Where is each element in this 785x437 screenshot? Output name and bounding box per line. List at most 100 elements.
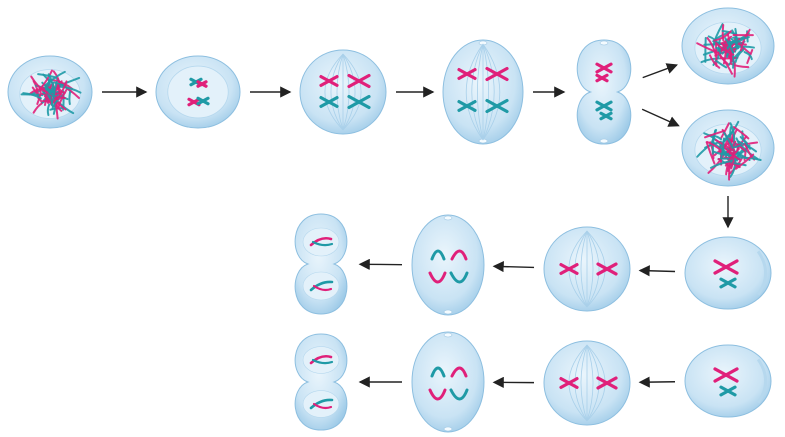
chromosome	[595, 73, 609, 83]
spindle-fiber	[482, 43, 495, 141]
spindle-fiber	[586, 344, 594, 422]
chromosome	[559, 263, 579, 275]
chromatin-strand	[22, 92, 42, 100]
chromatin-strand	[711, 140, 727, 154]
spindle-fiber	[342, 53, 362, 131]
chromatin-strand	[732, 126, 750, 140]
cell-anaphase-1	[442, 39, 524, 145]
chromatid	[428, 271, 447, 284]
chromosome	[457, 100, 477, 112]
chromatid	[309, 398, 334, 410]
chromatid	[449, 271, 469, 284]
centrosome	[443, 426, 453, 432]
cell-membrane	[411, 214, 485, 316]
chromosome	[196, 80, 208, 88]
chromatin-strand	[739, 136, 752, 150]
chromatin-strand	[57, 88, 68, 110]
arrows-layer	[102, 63, 734, 389]
chromatin-strand	[729, 62, 750, 69]
chromatin-strand	[708, 54, 721, 69]
spindle-fiber	[756, 358, 768, 404]
chromosome	[189, 77, 203, 87]
spindle-fiber	[330, 53, 344, 131]
chromosome	[719, 277, 737, 289]
chromosome	[559, 377, 579, 389]
chromatin-strand	[31, 86, 43, 104]
chromatin-strand	[32, 102, 43, 114]
chromatin-strand	[704, 130, 725, 139]
chromatin-strand	[54, 98, 63, 112]
spindle-fiber	[482, 43, 489, 141]
chromosome	[719, 385, 737, 397]
chromatin-strand	[720, 122, 730, 140]
chromatin-strand	[737, 45, 755, 49]
chromosome	[319, 75, 339, 87]
chromosome	[347, 94, 371, 110]
chromatin-strand	[743, 51, 753, 61]
chromatin-strand	[50, 80, 58, 106]
chromatin-strand	[734, 153, 755, 170]
chromatin-strand	[46, 103, 51, 117]
chromatin-strand	[706, 36, 717, 56]
chromosome	[596, 376, 618, 390]
cell-daughter-cell-top	[681, 7, 775, 85]
chromatin-strand	[709, 159, 734, 169]
cell-membrane	[411, 331, 485, 433]
chromatin-strand	[68, 91, 72, 106]
chromatin-strand	[44, 70, 66, 87]
spindle-fiber	[477, 43, 484, 141]
chromatin-strand	[724, 147, 740, 167]
spindle-fiber	[580, 230, 588, 308]
spindle-fiber	[471, 43, 484, 141]
chromatid	[309, 236, 333, 247]
cell-metaphase-1	[299, 49, 387, 135]
arrow-metaphase-2a-to-anaphase-2a	[492, 261, 535, 273]
spindle-fiber	[342, 53, 356, 131]
chromosome	[713, 367, 739, 383]
chromatin-strand	[712, 23, 724, 48]
chromosome	[485, 66, 509, 82]
chromatin-strand	[29, 87, 47, 95]
chromatin-strand	[705, 141, 716, 165]
cell-telophase-2b	[294, 333, 348, 431]
chromatin-strand	[58, 85, 82, 94]
cell-anaphase-2a	[411, 214, 485, 316]
spindle-fiber	[342, 53, 350, 131]
cells-layer	[7, 7, 775, 433]
centrosome	[599, 40, 609, 46]
spindle-fiber	[586, 230, 600, 308]
nucleus	[302, 390, 340, 418]
nucleus	[167, 65, 229, 119]
cell-membrane	[684, 344, 772, 418]
spindle-fiber	[336, 53, 344, 131]
chromatin-strand	[706, 141, 723, 152]
centrosome	[443, 215, 453, 221]
chromatin-strand	[734, 48, 745, 63]
spindle-fiber	[756, 250, 768, 296]
arrow-prophase-2a-to-metaphase-2a	[638, 265, 676, 277]
cell-telophase-2a	[294, 213, 348, 315]
chromatin-strand	[737, 156, 762, 162]
cell-prophase-2a	[684, 236, 772, 310]
chromatin-strand	[724, 37, 735, 54]
chromatin-strand	[722, 40, 727, 65]
chromatin-strand	[721, 24, 725, 42]
chromosome	[599, 111, 613, 121]
cell-prophase-2b	[684, 344, 772, 418]
cell-anaphase-2b	[411, 331, 485, 433]
chromosome	[596, 262, 618, 276]
chromatin-strand	[732, 36, 750, 40]
chromatid	[312, 284, 333, 292]
chromosome	[196, 96, 210, 106]
chromosome	[595, 62, 613, 74]
nucleus	[302, 227, 340, 257]
chromatin-strand	[30, 75, 46, 92]
nucleus	[302, 346, 340, 374]
cell-membrane	[684, 236, 772, 310]
arrow-telophase-1-to-daughter-cell-bottom	[641, 108, 680, 127]
chromatid	[428, 388, 447, 401]
spindle-fiber	[465, 43, 484, 141]
cell-membrane	[576, 39, 632, 145]
